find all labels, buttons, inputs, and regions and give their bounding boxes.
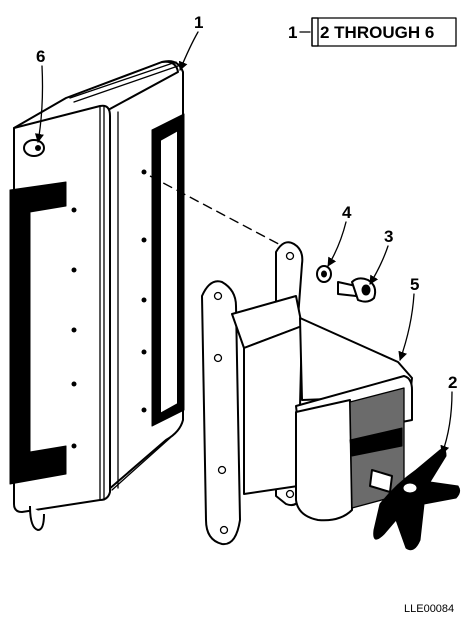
callout-3-label: 3: [384, 227, 393, 246]
item-6-latch: [24, 140, 44, 156]
figure-id: LLE00084: [404, 603, 454, 615]
callout-1-label: 1: [194, 13, 203, 32]
callout-5-label: 5: [410, 275, 419, 294]
callout-4-label: 4: [342, 203, 352, 222]
header-parent-item: 1: [288, 23, 297, 42]
callout-1-leader: [180, 32, 198, 70]
callout-4: 4: [328, 203, 352, 266]
item-3-cap-screw: [338, 278, 375, 301]
callout-3-leader: [370, 246, 388, 284]
bracket-clamp-block: [296, 400, 352, 520]
callout-2: 2: [442, 373, 457, 454]
header-bracket: [312, 18, 318, 46]
callout-1: 1: [180, 13, 203, 70]
callout-3: 3: [370, 227, 393, 284]
callout-5: 5: [400, 275, 419, 360]
item-5-mounting-bracket: [202, 242, 412, 544]
side-gasket-inner: [160, 130, 178, 414]
callout-2-label: 2: [448, 373, 457, 392]
callout-2-leader: [442, 392, 452, 454]
header-callout-group: 1 2 THROUGH 6: [288, 18, 456, 46]
bracket-web: [244, 326, 302, 494]
header-range-label: 2 THROUGH 6: [320, 23, 434, 42]
callout-5-leader: [400, 294, 414, 360]
item-1-housing: [10, 61, 184, 530]
callout-6-label: 6: [36, 47, 45, 66]
item-4-lock-washer: [317, 266, 331, 282]
callout-4-leader: [328, 222, 346, 266]
